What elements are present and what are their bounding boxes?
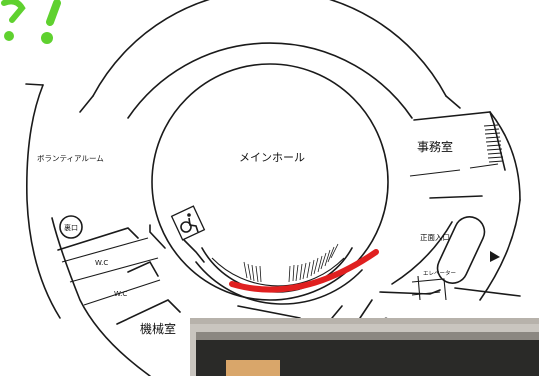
green-decoration	[1, 0, 61, 44]
arrow-right-icon	[490, 251, 500, 262]
main-hall: メインホール	[151, 63, 389, 301]
volunteer-room-label: ボランティアルーム	[37, 154, 104, 163]
wc-lower-label: W.C	[114, 290, 127, 298]
main-hall-label: メインホール	[239, 151, 305, 164]
highlight-red-arc	[229, 249, 379, 293]
machine-room-label: 機械室	[140, 321, 176, 336]
main-entrance-label: 正面入口	[420, 233, 450, 242]
left-wing	[25, 83, 205, 376]
outer-corridor	[79, 0, 461, 119]
main-entrance-door	[436, 216, 486, 284]
back-entrance-label: 裏口	[64, 223, 78, 232]
elevator-label: エレベーター	[423, 269, 456, 277]
overlay-photo	[190, 318, 539, 376]
seating-arc	[195, 243, 379, 305]
office-label: 事務室	[417, 139, 453, 154]
back-entrance: 裏口	[59, 215, 83, 239]
right-wing	[379, 111, 521, 301]
wc-upper-label: W.C	[95, 259, 108, 267]
elevator-shaft	[411, 275, 447, 301]
wheelchair-icon	[170, 205, 206, 241]
